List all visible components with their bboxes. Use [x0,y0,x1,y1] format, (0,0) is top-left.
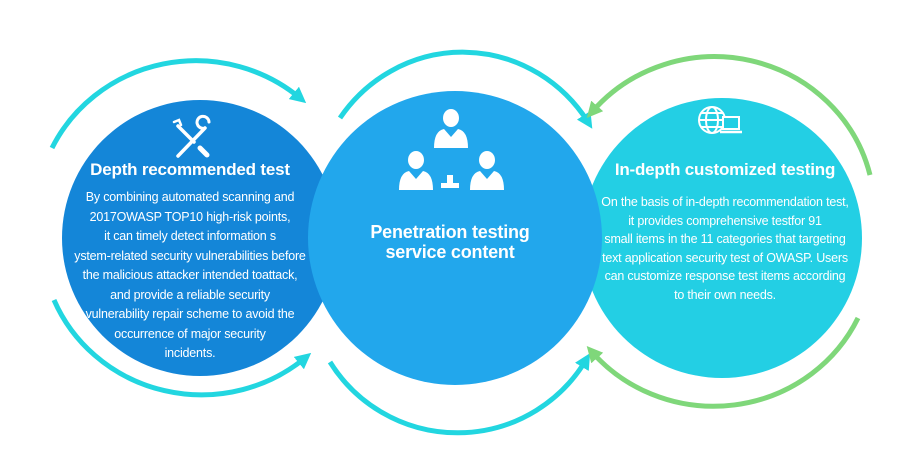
right-line: On the basis of in-depth recommendation … [601,195,849,209]
left-top-arc [49,58,307,150]
center-title-line: Penetration testing [370,222,530,242]
left-line: vulnerability repair scheme to avoid the [85,307,295,321]
right-line: can customize response test items accord… [604,269,846,283]
left-line: the malicious attacker intended toattack… [82,268,298,282]
right-top-arc [586,54,873,176]
left-text-block: Depth recommended test By combining auto… [70,160,310,364]
left-line: incidents. [164,346,216,360]
right-line: to their own needs. [674,287,776,302]
team-icon [399,109,504,190]
left-line: it can timely detect information s [104,229,276,243]
left-title: Depth recommended test [90,160,290,179]
center-bottom-arc [327,353,591,436]
tools-icon [172,114,211,158]
globe-laptop-icon [698,106,742,134]
left-line: ystem-related security vulnerabilities b… [74,248,306,263]
right-line: small items in the 11 categories that ta… [604,232,846,246]
center-circle [308,91,602,385]
right-bottom-arc [586,316,861,409]
left-line: and provide a reliable security [110,287,270,302]
left-circle [62,100,338,376]
center-top-arc [337,49,593,129]
left-line: occurrence of major security [114,326,266,341]
left-line: 2017OWASP TOP10 high-risk points, [89,209,291,224]
right-text-block: In-depth customized testing On the basis… [600,160,850,304]
left-description: By combining automated scanning and 2017… [70,188,310,364]
center-title-line: service content [385,242,515,262]
left-line: By combining automated scanning and [85,190,295,204]
center-text-block: Penetration testing service content [325,222,575,262]
left-bottom-arc [51,299,312,398]
right-circle [582,98,862,378]
right-line: text application security test of OWASP.… [602,250,848,265]
right-title: In-depth customized testing [614,160,836,179]
right-line: it provides comprehensive testfor 91 [628,213,822,228]
right-description: On the basis of in-depth recommendation … [600,193,850,304]
